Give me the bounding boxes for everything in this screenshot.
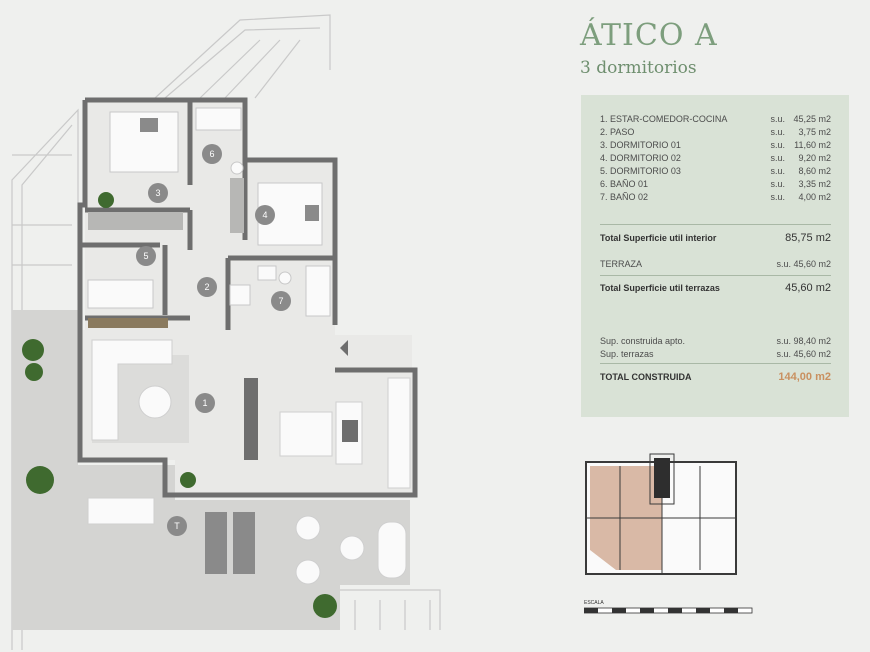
terrazas-total-value: 45,60 m2 bbox=[785, 282, 831, 294]
room-area: 3,75 m2 bbox=[798, 127, 831, 137]
shower bbox=[305, 265, 331, 317]
room-name: 7. BAÑO 02 bbox=[600, 192, 649, 202]
outdoor-bathtub bbox=[377, 521, 407, 579]
sunbed-1 bbox=[205, 512, 227, 574]
terraza-value: s.u. 45,60 m2 bbox=[776, 259, 831, 269]
svg-text:4: 4 bbox=[262, 210, 267, 220]
room-prefix: s.u. bbox=[770, 153, 785, 163]
svg-text:5: 5 bbox=[143, 251, 148, 261]
terrace-floor bbox=[12, 310, 410, 630]
scale-ruler bbox=[584, 607, 753, 614]
room-marker-7: 7 bbox=[271, 291, 291, 311]
svg-text:6: 6 bbox=[209, 149, 214, 159]
terrace-chair-1 bbox=[295, 515, 321, 541]
toilet-1 bbox=[230, 161, 244, 175]
room-marker-1: 1 bbox=[195, 393, 215, 413]
unit-title: ÁTICO A bbox=[580, 18, 718, 53]
plants bbox=[22, 192, 337, 618]
walls bbox=[77, 97, 418, 498]
sunbed-2 bbox=[233, 512, 255, 574]
svg-text:2: 2 bbox=[204, 282, 209, 292]
kitchen-counter bbox=[387, 377, 411, 489]
pillow-2 bbox=[305, 205, 319, 221]
svg-text:T: T bbox=[174, 521, 180, 531]
divider bbox=[600, 275, 831, 276]
interior-total-value: 85,75 m2 bbox=[785, 232, 831, 244]
room-marker-2: 2 bbox=[197, 277, 217, 297]
stair-core bbox=[654, 458, 670, 498]
room-prefix: s.u. bbox=[770, 192, 785, 202]
room-name: 3. DORMITORIO 01 bbox=[600, 140, 681, 150]
room-area: 3,35 m2 bbox=[798, 179, 831, 189]
terrace-side-table bbox=[339, 535, 365, 561]
room-name: 1. ESTAR-COMEDOR-COCINA bbox=[600, 114, 728, 124]
divider bbox=[600, 224, 831, 225]
total-construida-label: TOTAL CONSTRUIDA bbox=[600, 372, 692, 382]
room-name: 6. BAÑO 01 bbox=[600, 179, 649, 189]
svg-text:1: 1 bbox=[202, 398, 207, 408]
coffee-table bbox=[138, 385, 172, 419]
bed-3 bbox=[87, 279, 154, 309]
key-plan-walls bbox=[586, 453, 736, 574]
construida-apto-value: s.u. 98,40 m2 bbox=[776, 336, 831, 346]
wardrobe-1 bbox=[88, 212, 183, 230]
areas-panel: 1. ESTAR-COMEDOR-COCINA s.u. 45,25 m2 2. PA… bbox=[581, 95, 849, 417]
room-area: 8,60 m2 bbox=[798, 166, 831, 176]
room-name: 4. DORMITORIO 02 bbox=[600, 153, 681, 163]
terrace-table bbox=[87, 497, 155, 525]
terraza-label: TERRAZA bbox=[600, 259, 643, 269]
floor-plan: 1 2 3 4 5 6 7 T bbox=[11, 14, 441, 650]
sup-terrazas-value: s.u. 45,60 m2 bbox=[776, 349, 831, 359]
unit-subtitle: 3 dormitorios bbox=[580, 58, 697, 78]
room-prefix: s.u. bbox=[770, 166, 785, 176]
svg-text:7: 7 bbox=[278, 296, 283, 306]
bathtub bbox=[195, 107, 242, 131]
washer bbox=[229, 284, 251, 306]
wardrobe-2 bbox=[230, 178, 244, 233]
room-marker-terrace: T bbox=[167, 516, 187, 536]
tv-unit bbox=[244, 378, 258, 460]
entrance-arrow-icon bbox=[340, 340, 348, 356]
room-area: 9,20 m2 bbox=[798, 153, 831, 163]
cooktop bbox=[342, 420, 358, 442]
room-area: 4,00 m2 bbox=[798, 192, 831, 202]
svg-text:3: 3 bbox=[155, 188, 160, 198]
room-marker-5: 5 bbox=[136, 246, 156, 266]
room-prefix: s.u. bbox=[770, 127, 785, 137]
room-name: 2. PASO bbox=[600, 127, 635, 137]
terrazas-total-label: Total Superficie util terrazas bbox=[600, 283, 720, 293]
room-prefix: s.u. bbox=[770, 140, 785, 150]
room-marker-6: 6 bbox=[202, 144, 222, 164]
room-prefix: s.u. bbox=[770, 114, 785, 124]
scale-bar: ESCALA bbox=[584, 600, 754, 630]
terrace-chair-2 bbox=[295, 559, 321, 585]
pillow-1 bbox=[140, 118, 158, 132]
construida-apto-label: Sup. construida apto. bbox=[600, 336, 686, 346]
sofa bbox=[91, 339, 173, 441]
room-prefix: s.u. bbox=[770, 179, 785, 189]
sup-terrazas-label: Sup. terrazas bbox=[600, 349, 654, 359]
scale-label: ESCALA bbox=[584, 600, 604, 606]
room-marker-3: 3 bbox=[148, 183, 168, 203]
room-name: 5. DORMITORIO 03 bbox=[600, 166, 681, 176]
divider bbox=[600, 363, 831, 364]
room-area: 11,60 m2 bbox=[794, 140, 831, 150]
toilet-2 bbox=[278, 271, 292, 285]
total-construida-value: 144,00 m2 bbox=[778, 371, 831, 383]
sink-1 bbox=[257, 265, 277, 281]
dining-table bbox=[279, 411, 333, 457]
room-area: 45,25 m2 bbox=[793, 114, 831, 124]
room-marker-4: 4 bbox=[255, 205, 275, 225]
interior-total-label: Total Superficie util interior bbox=[600, 233, 717, 243]
key-plan bbox=[585, 453, 737, 575]
desk bbox=[88, 318, 168, 328]
